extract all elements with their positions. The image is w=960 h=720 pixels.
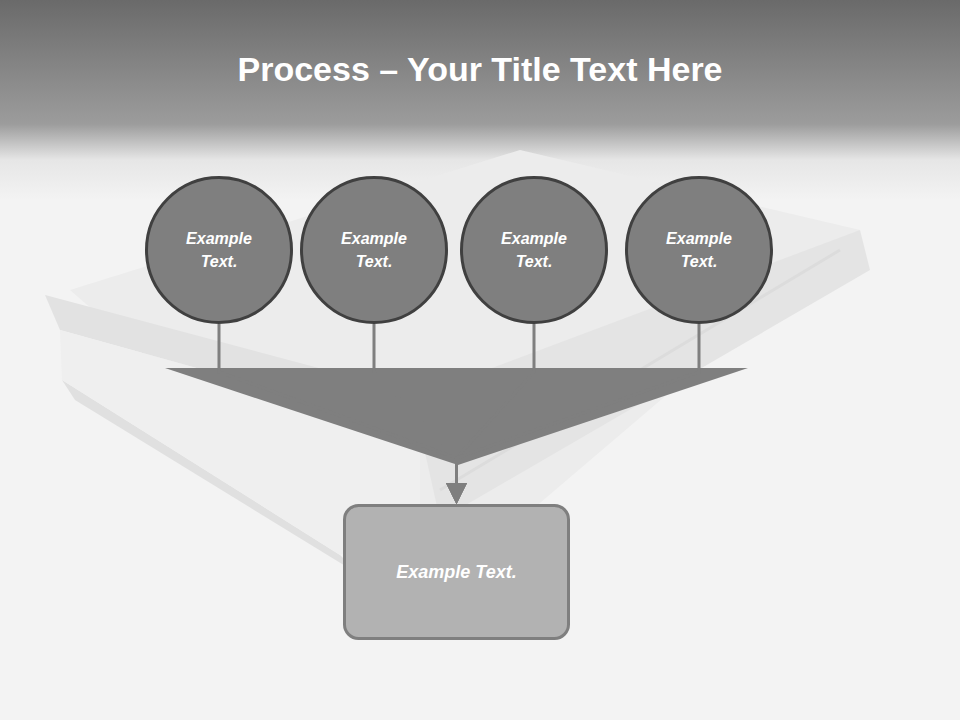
- result-box: Example Text.: [343, 504, 570, 640]
- circle-outline: [145, 176, 293, 324]
- node-text: Example Text.: [174, 227, 264, 273]
- node-text: Example Text.: [329, 227, 419, 273]
- flow-connector: [457, 324, 535, 502]
- node-text: Example Text.: [396, 559, 516, 585]
- flow-connector: [457, 324, 700, 502]
- process-circle: Example Text.: [625, 176, 773, 324]
- flow-connector: [374, 324, 457, 502]
- process-circle: Example Text.: [300, 176, 448, 324]
- circle-outline: [300, 176, 448, 324]
- circle-outline: [625, 176, 773, 324]
- process-circle: Example Text.: [460, 176, 608, 324]
- node-text: Example Text.: [489, 227, 579, 273]
- node-text: Example Text.: [654, 227, 744, 273]
- slide-title: Process – Your Title Text Here: [0, 50, 960, 89]
- circle-outline: [460, 176, 608, 324]
- flow-connector: [219, 324, 457, 502]
- process-circle: Example Text.: [145, 176, 293, 324]
